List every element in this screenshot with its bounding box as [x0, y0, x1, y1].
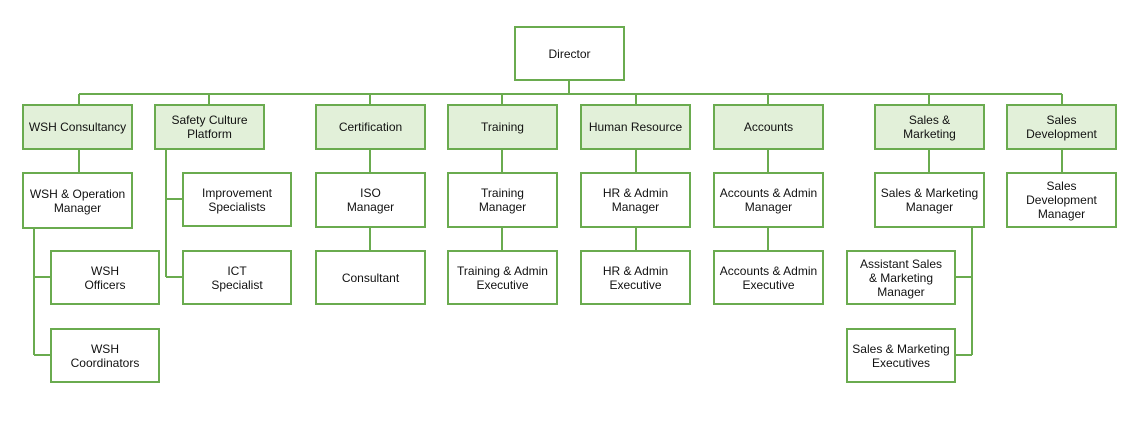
role-hr-admin-executive: HR & Admin Executive: [580, 250, 691, 305]
dept-human-resource: Human Resource: [580, 104, 691, 150]
role-wsh-operation-manager: WSH & Operation Manager: [22, 172, 133, 229]
role-training-manager: Training Manager: [447, 172, 558, 228]
role-accounts-admin-executive: Accounts & Admin Executive: [713, 250, 824, 305]
dept-training: Training: [447, 104, 558, 150]
dept-sales-development: Sales Development: [1006, 104, 1117, 150]
dept-certification: Certification: [315, 104, 426, 150]
role-consultant: Consultant: [315, 250, 426, 305]
dept-safety-culture-platform: Safety Culture Platform: [154, 104, 265, 150]
role-improvement-specialists: Improvement Specialists: [182, 172, 292, 227]
role-hr-admin-manager: HR & Admin Manager: [580, 172, 691, 228]
dept-wsh-consultancy: WSH Consultancy: [22, 104, 133, 150]
role-wsh-coordinators: WSH Coordinators: [50, 328, 160, 383]
dept-sales-marketing: Sales & Marketing: [874, 104, 985, 150]
node-director: Director: [514, 26, 625, 81]
role-sales-development-manager: Sales Development Manager: [1006, 172, 1117, 228]
role-sales-marketing-manager: Sales & Marketing Manager: [874, 172, 985, 228]
role-ict-specialist: ICT Specialist: [182, 250, 292, 305]
role-iso-manager: ISO Manager: [315, 172, 426, 228]
role-accounts-admin-manager: Accounts & Admin Manager: [713, 172, 824, 228]
role-assistant-sales-marketing-manager: Assistant Sales & Marketing Manager: [846, 250, 956, 305]
role-training-admin-executive: Training & Admin Executive: [447, 250, 558, 305]
role-sales-marketing-executives: Sales & Marketing Executives: [846, 328, 956, 383]
dept-accounts: Accounts: [713, 104, 824, 150]
role-wsh-officers: WSH Officers: [50, 250, 160, 305]
